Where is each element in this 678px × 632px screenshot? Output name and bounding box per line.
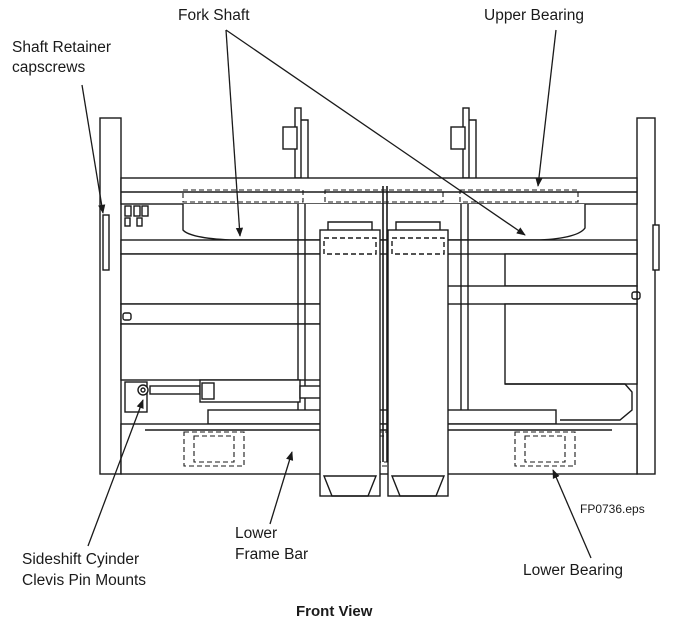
lower-frame-bar-label-2: Frame Bar xyxy=(235,546,309,563)
figure-caption: Front View xyxy=(296,603,373,620)
shaft-retainer-label-1: Shaft Retainer xyxy=(12,39,112,56)
right-upper-plate xyxy=(504,253,638,287)
upper-bearing-leader xyxy=(535,29,557,187)
retainer-fittings xyxy=(124,205,149,227)
lower-frame-bar-leader xyxy=(269,451,294,525)
right-mid-bar xyxy=(446,285,638,305)
left-side-plate xyxy=(99,117,122,475)
sideshift-leader xyxy=(87,399,144,547)
fork-shaft-leader-left xyxy=(225,29,244,237)
sideshift-cylinder xyxy=(124,379,323,413)
right-fork xyxy=(387,221,449,497)
fork-shaft-label: Fork Shaft xyxy=(178,7,250,24)
left-mid-bar xyxy=(120,303,322,325)
left-fork xyxy=(319,221,381,497)
lower-frame-bar-label-1: Lower xyxy=(235,525,278,542)
upper-frame-bar xyxy=(120,177,638,205)
upper-bearing-label: Upper Bearing xyxy=(484,7,584,24)
lower-bearing-leader xyxy=(552,469,592,559)
fork-shaft-leader-right xyxy=(225,29,526,236)
upper-hook-left xyxy=(282,107,309,179)
cylinder-support-bar xyxy=(207,409,557,425)
upper-bearings xyxy=(182,189,579,203)
left-retainer-capscrew xyxy=(102,214,110,271)
sideshift-label-1: Sideshift Cyinder xyxy=(22,551,140,568)
left-lower-plate xyxy=(120,323,322,381)
shaft-retainer-label-2: capscrews xyxy=(12,59,86,76)
shaft-retainer-leader xyxy=(81,84,106,214)
lower-bearing-label: Lower Bearing xyxy=(523,562,623,579)
upper-hook-right xyxy=(450,107,477,179)
sideshift-label-2: Clevis Pin Mounts xyxy=(22,572,147,589)
left-upper-plate xyxy=(120,253,322,305)
right-retainer-capscrew xyxy=(652,224,660,271)
file-id-label: FP0736.eps xyxy=(580,502,645,516)
right-lower-plate xyxy=(504,303,638,385)
